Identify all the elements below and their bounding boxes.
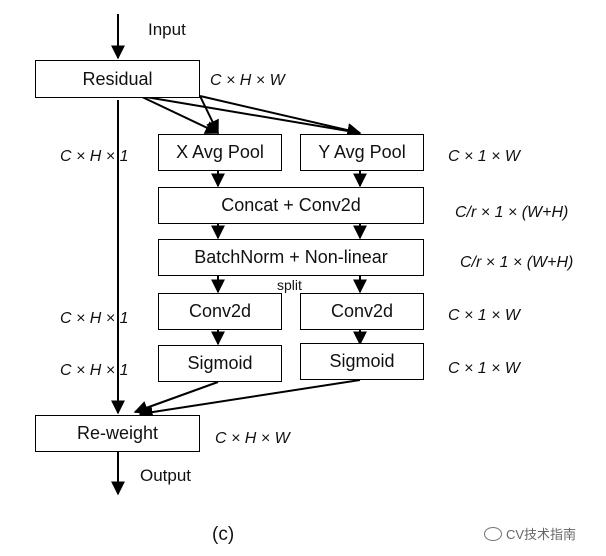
pool-dim: C × 1 × W [448, 148, 521, 165]
split-label: split [277, 277, 302, 293]
watermark: CV技术指南 [484, 524, 576, 543]
sigmoid-right-to-reweight-arrow [138, 379, 361, 419]
watermark-text: CV技术指南 [506, 527, 577, 542]
residual-dim: C × H × W [210, 72, 285, 89]
batchnorm-nonlinear-box: BatchNorm + Non-linear [158, 239, 424, 276]
left-dim-2: C × H × 1 [60, 310, 129, 327]
concat-conv2d-box: Concat + Conv2d [158, 187, 424, 224]
left-dim-3: C × H × 1 [60, 362, 129, 379]
caption-label: (c) [212, 524, 235, 545]
output-label: Output [140, 466, 192, 485]
sigmoid-dim: C × 1 × W [448, 360, 521, 377]
concat-dim: C/r × 1 × (W+H) [455, 204, 569, 221]
reweight-box: Re-weight [35, 415, 200, 452]
x-avg-pool-box: X Avg Pool [158, 134, 282, 171]
conv2d-right-box: Conv2d [300, 293, 424, 330]
sigmoid-left-box: Sigmoid [158, 345, 282, 382]
conv-dim: C × 1 × W [448, 307, 521, 324]
residual-to-xpool-arrow [199, 95, 219, 135]
batchnorm-dim: C/r × 1 × (W+H) [460, 254, 574, 271]
conv2d-left-box: Conv2d [158, 293, 282, 330]
residual-box: Residual [35, 60, 200, 98]
left-dim-1: C × H × 1 [60, 148, 129, 165]
y-avg-pool-box: Y Avg Pool [300, 134, 424, 171]
sigmoid-right-box: Sigmoid [300, 343, 424, 380]
reweight-dim: C × H × W [215, 430, 290, 447]
input-label: Input [148, 20, 186, 39]
wechat-icon [484, 526, 502, 541]
residual-to-ypool-arrow [199, 95, 362, 137]
